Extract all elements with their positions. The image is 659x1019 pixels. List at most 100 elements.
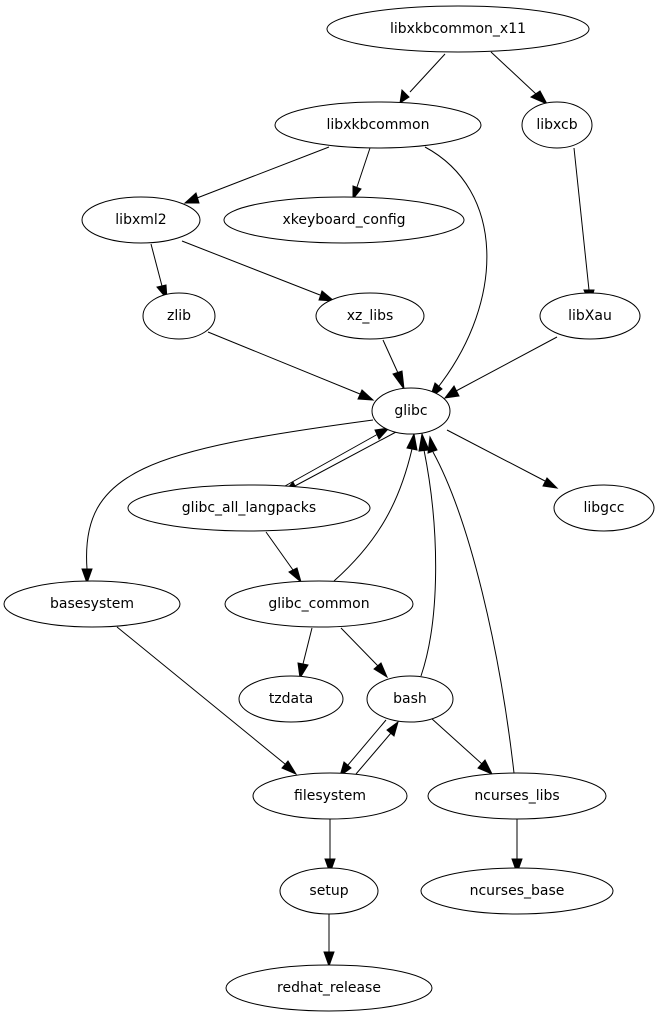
edge-line xyxy=(340,627,379,667)
edge-line xyxy=(355,732,392,775)
node-redhat_release[interactable]: redhat_release xyxy=(225,964,433,1012)
node-shape[interactable] xyxy=(3,580,181,628)
node-shape[interactable] xyxy=(252,772,408,820)
edge-glibc_all_langpacks-to-glibc xyxy=(284,427,391,487)
node-shape[interactable] xyxy=(427,772,607,820)
arrowhead-icon xyxy=(529,90,549,106)
arrowhead-icon xyxy=(386,720,399,737)
node-ncurses_libs[interactable]: ncurses_libs xyxy=(427,772,607,820)
node-glibc_all_langpacks[interactable]: glibc_all_langpacks xyxy=(127,484,371,532)
node-xz_libs[interactable]: xz_libs xyxy=(315,292,425,340)
edge-glibc-to-basesystem xyxy=(81,419,374,585)
node-xkeyboard_config[interactable]: xkeyboard_config xyxy=(223,196,465,244)
arrowhead-icon xyxy=(542,477,559,489)
edge-xz_libs-to-glibc xyxy=(382,339,405,391)
arrowhead-icon xyxy=(399,88,410,105)
edge-libxkbcommon-to-libxml2 xyxy=(183,146,330,204)
edge-line xyxy=(432,451,515,774)
node-bash[interactable]: bash xyxy=(366,675,454,723)
edge-line xyxy=(86,419,374,570)
edge-line xyxy=(347,719,387,766)
edge-ncurses_libs-to-glibc xyxy=(427,435,515,774)
node-shape[interactable] xyxy=(142,292,216,340)
edge-glibc_common-to-tzdata xyxy=(297,627,313,680)
edge-glibc_common-to-bash xyxy=(340,627,389,679)
node-label: ncurses_libs xyxy=(474,788,559,804)
node-label: glibc_all_langpacks xyxy=(182,500,316,516)
node-glibc_common[interactable]: glibc_common xyxy=(224,580,414,628)
edge-bash-to-filesystem xyxy=(339,719,387,778)
edge-line xyxy=(420,449,437,677)
edge-line xyxy=(333,448,413,582)
node-shape[interactable] xyxy=(279,867,379,915)
edge-libxcb-to-libXau xyxy=(573,147,595,306)
node-shape[interactable] xyxy=(224,580,414,628)
node-label: basesystem xyxy=(50,596,134,612)
node-ncurses_base[interactable]: ncurses_base xyxy=(420,867,614,915)
edge-bash-to-ncurses_libs xyxy=(430,717,494,775)
edge-setup-to-redhat_release xyxy=(323,914,335,968)
node-shape[interactable] xyxy=(371,387,451,435)
node-label: redhat_release xyxy=(277,980,381,996)
node-glibc[interactable]: glibc xyxy=(371,387,451,435)
arrowhead-icon xyxy=(324,858,336,875)
edge-line xyxy=(490,51,537,95)
node-setup[interactable]: setup xyxy=(279,867,379,915)
arrowhead-icon xyxy=(339,761,352,778)
edge-glibc_all_langpacks-to-glibc_common xyxy=(265,531,302,584)
arrowhead-icon xyxy=(374,427,391,440)
edge-line xyxy=(196,146,330,199)
node-label: libxkbcommon_x11 xyxy=(390,21,526,37)
arrowhead-icon xyxy=(81,568,93,585)
node-shape[interactable] xyxy=(539,292,641,340)
node-tzdata[interactable]: tzdata xyxy=(238,675,344,723)
node-shape[interactable] xyxy=(315,292,425,340)
arrowhead-icon xyxy=(373,662,389,679)
node-libxml2[interactable]: libxml2 xyxy=(81,196,201,244)
node-shape[interactable] xyxy=(366,675,454,723)
node-libxkbcommon_x11[interactable]: libxkbcommon_x11 xyxy=(326,5,590,53)
node-shape[interactable] xyxy=(225,964,433,1012)
edge-line xyxy=(409,53,446,93)
node-shape[interactable] xyxy=(238,675,344,723)
node-zlib[interactable]: zlib xyxy=(142,292,216,340)
node-label: setup xyxy=(309,883,348,899)
edge-bash-to-glibc xyxy=(418,432,437,677)
edge-line xyxy=(382,339,399,374)
edge-line xyxy=(284,433,379,487)
node-shape[interactable] xyxy=(553,484,655,532)
arrowhead-icon xyxy=(392,370,405,391)
edges-layer xyxy=(81,51,595,968)
node-libXau[interactable]: libXau xyxy=(539,292,641,340)
node-shape[interactable] xyxy=(274,101,482,149)
arrowhead-icon xyxy=(443,385,460,399)
node-shape[interactable] xyxy=(326,5,590,53)
node-label: glibc xyxy=(394,403,427,419)
node-label: tzdata xyxy=(269,691,313,707)
node-label: libxml2 xyxy=(115,212,166,228)
node-label: zlib xyxy=(167,308,191,324)
arrowhead-icon xyxy=(357,389,375,401)
node-shape[interactable] xyxy=(223,196,465,244)
node-label: xkeyboard_config xyxy=(282,212,405,228)
node-libxcb[interactable]: libxcb xyxy=(521,101,593,149)
arrowhead-icon xyxy=(323,951,335,968)
edge-line xyxy=(150,243,163,287)
node-filesystem[interactable]: filesystem xyxy=(252,772,408,820)
edge-glibc-to-libgcc xyxy=(446,429,559,489)
arrowhead-icon xyxy=(477,759,494,775)
edge-line xyxy=(356,147,371,188)
node-shape[interactable] xyxy=(521,101,593,149)
edge-glibc_common-to-glibc xyxy=(333,432,418,582)
node-shape[interactable] xyxy=(127,484,371,532)
node-shape[interactable] xyxy=(81,196,201,244)
node-label: libxcb xyxy=(536,117,577,133)
arrowhead-icon xyxy=(352,185,362,201)
node-libxkbcommon[interactable]: libxkbcommon xyxy=(274,101,482,149)
node-label: filesystem xyxy=(294,788,366,804)
node-basesystem[interactable]: basesystem xyxy=(3,580,181,628)
edge-libxml2-to-zlib xyxy=(150,243,168,301)
node-shape[interactable] xyxy=(420,867,614,915)
node-libgcc[interactable]: libgcc xyxy=(553,484,655,532)
